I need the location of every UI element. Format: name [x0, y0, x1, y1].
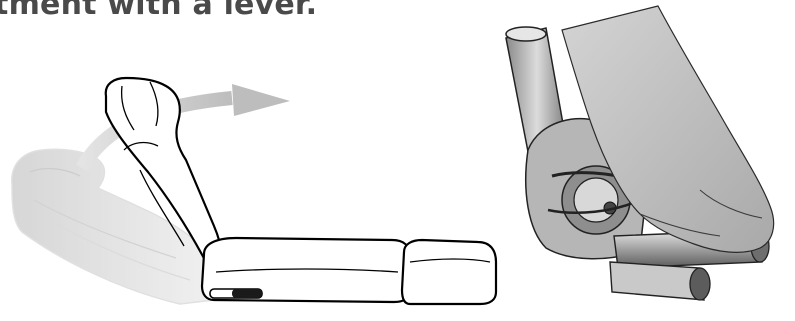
recline-lever-mechanism	[506, 6, 774, 300]
recline-lever	[210, 289, 262, 298]
seat-recline-diagram	[12, 78, 496, 304]
seat-rail	[610, 262, 710, 300]
